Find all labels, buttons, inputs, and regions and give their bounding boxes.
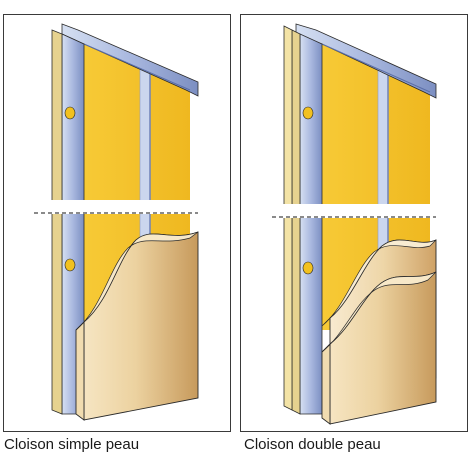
stud-hole-right-top <box>302 106 314 120</box>
plasterboard-left-top-edge <box>75 231 199 331</box>
plasterboard-right-back-top <box>321 239 437 327</box>
caption-double-peau: Cloison double peau <box>244 436 381 453</box>
cut-gap-left <box>30 200 200 214</box>
plasterboard-left-edge <box>75 320 85 421</box>
cut-gap-right <box>268 204 438 218</box>
vertical-stud-right-flange-inner <box>291 29 301 415</box>
panel-simple-peau <box>3 14 231 432</box>
plasterboard-right-front-edge <box>321 342 331 425</box>
caption-simple-peau: Cloison simple peau <box>4 436 140 453</box>
panel-double-peau <box>240 14 468 432</box>
stud-hole-right-bottom <box>302 261 314 275</box>
panel-frame-right <box>240 14 468 432</box>
top-rail-right-edge <box>321 43 431 93</box>
stud-hole-left-bottom <box>64 258 76 272</box>
vertical-stud-right <box>299 33 323 415</box>
plasterboard-right-front-top <box>321 271 437 353</box>
stud-hole-left-top <box>64 106 76 120</box>
top-rail-left-edge <box>83 43 191 91</box>
vertical-stud-left-flange <box>51 29 63 415</box>
panel-frame-left <box>3 14 231 432</box>
